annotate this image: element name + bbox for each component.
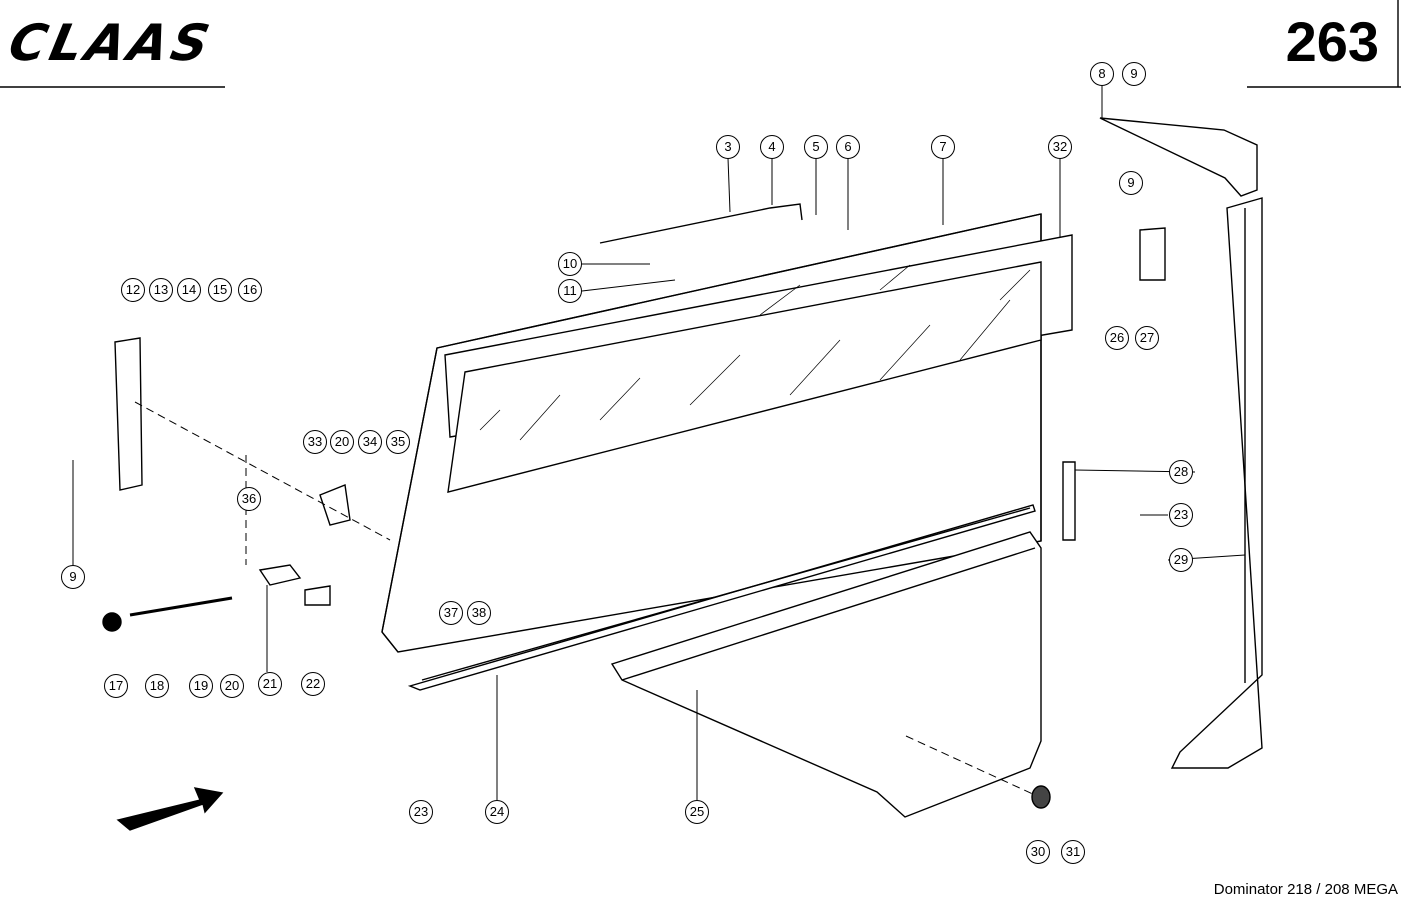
callout-37: 37 (439, 601, 463, 625)
callout-12: 12 (121, 278, 145, 302)
sill-strip (407, 504, 1036, 691)
callout-9c: 9 (61, 565, 85, 589)
latch-bracket (258, 564, 302, 586)
callout-32: 32 (1048, 135, 1072, 159)
callout-24: 24 (485, 800, 509, 824)
callout-15: 15 (208, 278, 232, 302)
callout-36: 36 (237, 487, 261, 511)
callout-33: 33 (303, 430, 327, 454)
lower-cover (610, 531, 1042, 818)
callout-5: 5 (804, 135, 828, 159)
callout-11: 11 (558, 279, 582, 303)
model-caption: Dominator 218 / 208 MEGA (1213, 881, 1398, 898)
callout-34: 34 (358, 430, 382, 454)
callout-19: 19 (189, 674, 213, 698)
keeper-plate (304, 585, 331, 606)
callout-31: 31 (1061, 840, 1085, 864)
callout-28: 28 (1169, 460, 1193, 484)
callout-14: 14 (177, 278, 201, 302)
callout-29: 29 (1169, 548, 1193, 572)
callout-9b: 9 (1119, 171, 1143, 195)
callout-7: 7 (931, 135, 955, 159)
callout-10: 10 (558, 252, 582, 276)
callout-38: 38 (467, 601, 491, 625)
top-bracket (1099, 117, 1258, 197)
callout-26: 26 (1105, 326, 1129, 350)
callout-21: 21 (258, 672, 282, 696)
callout-20a: 20 (330, 430, 354, 454)
callout-27: 27 (1135, 326, 1159, 350)
callout-30: 30 (1026, 840, 1050, 864)
callout-35: 35 (386, 430, 410, 454)
callout-6: 6 (836, 135, 860, 159)
knob (102, 612, 122, 632)
callout-leaders (72, 84, 1246, 800)
callout-8: 8 (1090, 62, 1114, 86)
callout-18: 18 (145, 674, 169, 698)
callout-20b: 20 (220, 674, 244, 698)
lock-plate (319, 484, 351, 526)
callout-13: 13 (149, 278, 173, 302)
callout-17: 17 (104, 674, 128, 698)
callout-23b: 23 (409, 800, 433, 824)
callout-16: 16 (238, 278, 262, 302)
callout-25: 25 (685, 800, 709, 824)
lock-rod (129, 596, 233, 617)
callout-9a: 9 (1122, 62, 1146, 86)
hinge-strip (1062, 461, 1076, 541)
callout-22: 22 (301, 672, 325, 696)
direction-arrow (116, 787, 224, 831)
seal (1031, 785, 1051, 809)
left-hinge (114, 337, 143, 491)
hinge-bracket (1139, 227, 1166, 281)
callout-3: 3 (716, 135, 740, 159)
callout-23a: 23 (1169, 503, 1193, 527)
page-number: 263 (1285, 10, 1379, 73)
frame-post (1170, 197, 1263, 769)
glass-pane (444, 234, 1073, 493)
door-rod (599, 203, 803, 244)
callout-4: 4 (760, 135, 784, 159)
